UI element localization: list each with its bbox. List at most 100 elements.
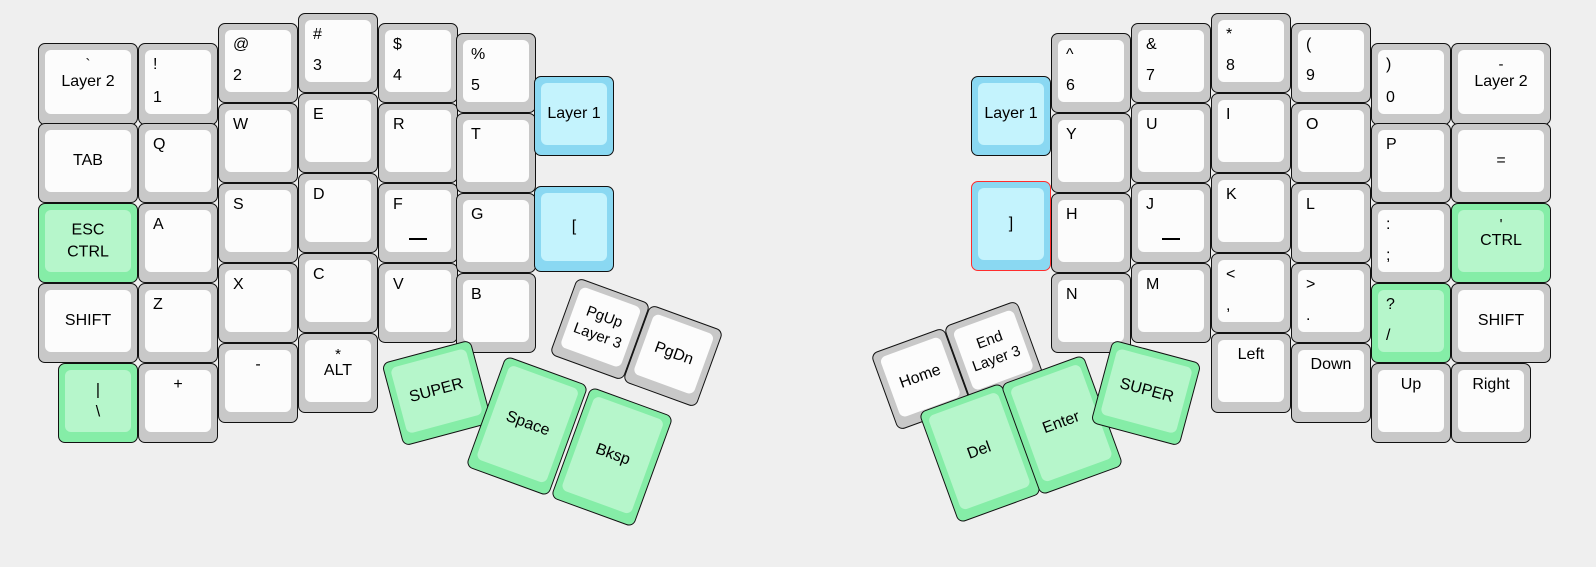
- key-legend-l-2-1: 2: [233, 67, 242, 84]
- key-l-bracket-open[interactable]: [: [534, 186, 614, 272]
- key-r-o[interactable]: O: [1291, 103, 1371, 183]
- key-r-down[interactable]: Down: [1291, 343, 1371, 423]
- keycap-r-y: Y: [1058, 120, 1124, 182]
- key-legend-l-f-0: F: [393, 196, 403, 213]
- key-r-semicolon[interactable]: :;: [1371, 203, 1451, 283]
- key-r-slash[interactable]: ?/: [1371, 283, 1451, 363]
- key-legend-l-a-0: A: [153, 216, 164, 233]
- key-r-8[interactable]: *8: [1211, 13, 1291, 93]
- key-legend-r-minus-layer2-0: -: [1498, 56, 1504, 73]
- key-l-shift[interactable]: SHIFT: [38, 283, 138, 363]
- key-legend-r-enter-0: Enter: [1040, 408, 1083, 438]
- key-l-esc-ctrl[interactable]: ESC CTRL: [38, 203, 138, 283]
- key-l-5[interactable]: %5: [456, 33, 536, 113]
- keycap-r-o: O: [1298, 110, 1364, 172]
- key-legend-l-z-0: Z: [153, 296, 163, 313]
- key-r-7[interactable]: &7: [1131, 23, 1211, 103]
- key-r-layer1[interactable]: Layer 1: [971, 76, 1051, 156]
- key-r-u[interactable]: U: [1131, 103, 1211, 183]
- key-l-b[interactable]: B: [456, 273, 536, 353]
- keycap-l-minus: -: [225, 350, 291, 412]
- key-l-tab[interactable]: TAB: [38, 123, 138, 203]
- key-r-comma[interactable]: <,: [1211, 253, 1291, 333]
- key-l-4[interactable]: $4: [378, 23, 458, 103]
- key-legend-l-b-0: B: [471, 286, 482, 303]
- key-r-right[interactable]: Right: [1451, 363, 1531, 443]
- key-r-period[interactable]: >.: [1291, 263, 1371, 343]
- key-l-alt[interactable]: *ALT: [298, 333, 378, 413]
- key-l-t[interactable]: T: [456, 113, 536, 193]
- keycap-l-q: Q: [145, 130, 211, 192]
- key-legend-r-o-0: O: [1306, 116, 1319, 133]
- key-r-i[interactable]: I: [1211, 93, 1291, 173]
- key-l-f[interactable]: F: [378, 183, 458, 263]
- key-legend-r-l-0: L: [1306, 196, 1315, 213]
- key-r-equal[interactable]: =: [1451, 123, 1551, 203]
- keycap-r-8: *8: [1218, 20, 1284, 82]
- key-r-shift[interactable]: SHIFT: [1451, 283, 1551, 363]
- keycap-r-period: >.: [1298, 270, 1364, 332]
- keycap-l-b: B: [463, 280, 529, 342]
- key-r-6[interactable]: ^6: [1051, 33, 1131, 113]
- keycap-r-9: (9: [1298, 30, 1364, 92]
- key-l-x[interactable]: X: [218, 263, 298, 343]
- key-legend-r-6-1: 6: [1066, 77, 1075, 94]
- key-legend-l-plus-0: +: [173, 376, 183, 393]
- key-l-s[interactable]: S: [218, 183, 298, 263]
- key-l-w[interactable]: W: [218, 103, 298, 183]
- key-l-c[interactable]: C: [298, 253, 378, 333]
- key-r-minus-layer2[interactable]: -Layer 2: [1451, 43, 1551, 125]
- key-l-q[interactable]: Q: [138, 123, 218, 203]
- key-l-e[interactable]: E: [298, 93, 378, 173]
- key-l-super[interactable]: SUPER: [381, 339, 493, 447]
- key-l-d[interactable]: D: [298, 173, 378, 253]
- key-legend-r-end-layer3-0: End Layer 3: [970, 327, 1023, 376]
- key-legend-l-w-0: W: [233, 116, 249, 133]
- key-l-plus[interactable]: +: [138, 363, 218, 443]
- keycap-r-super: SUPER: [1100, 348, 1193, 435]
- key-l-layer1[interactable]: Layer 1: [534, 76, 614, 156]
- key-l-v[interactable]: V: [378, 263, 458, 343]
- key-r-k[interactable]: K: [1211, 173, 1291, 253]
- key-r-0[interactable]: )0: [1371, 43, 1451, 125]
- key-l-1[interactable]: !1: [138, 43, 218, 125]
- key-r-y[interactable]: Y: [1051, 113, 1131, 193]
- key-l-pipe-backslash[interactable]: | \: [58, 363, 138, 443]
- key-r-h[interactable]: H: [1051, 193, 1131, 273]
- key-l-minus[interactable]: -: [218, 343, 298, 423]
- key-l-3[interactable]: #3: [298, 13, 378, 93]
- key-r-bracket-close[interactable]: ]: [971, 181, 1051, 271]
- key-r-9[interactable]: (9: [1291, 23, 1371, 103]
- key-legend-r-j-0: J: [1146, 196, 1154, 213]
- key-l-a[interactable]: A: [138, 203, 218, 283]
- key-l-g[interactable]: G: [456, 193, 536, 273]
- key-legend-r-8-0: *: [1226, 26, 1233, 43]
- key-legend-r-minus-layer2-1: Layer 2: [1474, 73, 1528, 90]
- key-legend-l-alt-0: *: [335, 346, 341, 363]
- key-legend-l-x-0: X: [233, 276, 244, 293]
- key-r-p[interactable]: P: [1371, 123, 1451, 203]
- key-l-2[interactable]: @2: [218, 23, 298, 103]
- key-legend-l-4-1: 4: [393, 67, 402, 84]
- key-r-l[interactable]: L: [1291, 183, 1371, 263]
- key-l-r[interactable]: R: [378, 103, 458, 183]
- key-r-up[interactable]: Up: [1371, 363, 1451, 443]
- key-legend-r-right-0: Right: [1472, 376, 1510, 393]
- keycap-l-r: R: [385, 110, 451, 172]
- key-legend-r-comma-1: ,: [1226, 297, 1231, 314]
- key-r-quote-ctrl[interactable]: 'CTRL: [1451, 203, 1551, 283]
- key-r-n[interactable]: N: [1051, 273, 1131, 353]
- keycap-l-v: V: [385, 270, 451, 332]
- keycap-l-pipe-backslash: | \: [65, 370, 131, 432]
- key-l-z[interactable]: Z: [138, 283, 218, 363]
- key-r-m[interactable]: M: [1131, 263, 1211, 343]
- key-r-j[interactable]: J: [1131, 183, 1211, 263]
- key-l-grave-layer2[interactable]: `Layer 2: [38, 43, 138, 125]
- keycap-r-h: H: [1058, 200, 1124, 262]
- keycap-l-pgup-layer3: PgUp Layer 3: [559, 286, 642, 369]
- key-r-left[interactable]: Left: [1211, 333, 1291, 413]
- keycap-r-semicolon: :;: [1378, 210, 1444, 272]
- key-legend-l-1-1: 1: [153, 89, 162, 106]
- key-legend-r-9-1: 9: [1306, 67, 1315, 84]
- key-legend-r-n-0: N: [1066, 286, 1078, 303]
